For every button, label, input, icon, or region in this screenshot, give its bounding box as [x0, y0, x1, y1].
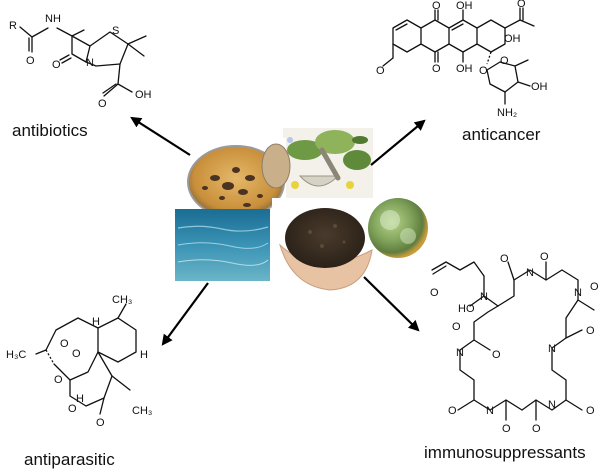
- cyclosporin-structure: HO N N N N N N N O O O O O O O O O O O: [430, 251, 599, 435]
- chem-atom: CH₃: [132, 405, 152, 417]
- chem-atom: O: [502, 423, 511, 435]
- moldy-orange-image: [368, 198, 428, 258]
- doxorubicin-structure: O OH O OH O OH O O O OH NH₂: [376, 0, 548, 119]
- chem-atom: O: [26, 55, 35, 67]
- chem-atom: CH₃: [112, 294, 132, 306]
- chem-atom: O: [517, 0, 526, 10]
- ocean-image: [175, 209, 270, 281]
- chem-atom: HO: [458, 303, 475, 315]
- chem-atom: H₃C: [6, 349, 26, 361]
- chem-atom: O: [60, 338, 69, 350]
- arrow-to-anticancer: [370, 119, 426, 166]
- chem-atom: NH₂: [497, 107, 517, 119]
- chem-atom: O: [492, 349, 501, 361]
- chem-atom: O: [500, 55, 509, 67]
- chem-atom: N: [456, 347, 464, 359]
- arrow-to-antiparasitic: [161, 282, 209, 346]
- chem-atom: O: [72, 348, 81, 360]
- chem-atom: O: [432, 63, 441, 75]
- arrow-to-immunosuppressants: [363, 276, 420, 332]
- chem-atom: O: [54, 374, 63, 386]
- chem-atom: O: [96, 417, 105, 429]
- chem-atom: O: [532, 423, 541, 435]
- chem-atom: O: [68, 403, 77, 415]
- chem-atom: O: [590, 281, 599, 293]
- chem-atom: NH: [45, 13, 61, 25]
- chem-atom: O: [586, 405, 595, 417]
- cyclosporin-nitrogens: N N N N N N N: [456, 267, 582, 417]
- chem-atom: OH: [456, 0, 473, 12]
- chem-atom: N: [574, 287, 582, 299]
- chem-atom: R: [9, 20, 17, 32]
- chem-atom: H: [76, 393, 84, 405]
- chem-atom: N: [480, 291, 488, 303]
- chem-atom: O: [540, 251, 549, 263]
- chem-atom: O: [52, 59, 61, 71]
- chem-atom: O: [500, 253, 509, 265]
- chem-atom: O: [430, 287, 439, 299]
- chem-atom: O: [586, 325, 595, 337]
- cyclosporin-oxygens: O O O O O O O O O O O: [430, 251, 599, 435]
- artemisinin-structure: CH₃ H₃C O O H H O H O CH₃ O: [6, 294, 152, 429]
- chem-atom: N: [548, 399, 556, 411]
- arrow-to-antibiotics: [130, 116, 191, 156]
- label-antibiotics: antibiotics: [12, 121, 88, 140]
- hands-soil-image: [272, 198, 373, 291]
- chem-atom: H: [92, 316, 100, 328]
- label-immunosuppressants: immunosuppressants: [424, 443, 586, 462]
- chem-atom: O: [376, 65, 385, 77]
- petri-dish-image: [186, 138, 291, 219]
- chem-atom: OH: [504, 33, 521, 45]
- chem-atom: O: [98, 98, 107, 110]
- chem-atom: OH: [531, 81, 548, 93]
- chem-atom: H: [140, 349, 148, 361]
- chem-atom: N: [526, 267, 534, 279]
- chem-atom: S: [112, 25, 119, 37]
- label-anticancer: anticancer: [462, 125, 541, 144]
- penicillin-structure: R NH O S N O O OH: [9, 13, 152, 110]
- herbs-mortar-image: [283, 128, 373, 198]
- chem-atom: O: [479, 65, 488, 77]
- chem-atom: O: [452, 321, 461, 333]
- chem-atom: N: [86, 57, 94, 69]
- label-antiparasitic: antiparasitic: [24, 450, 115, 469]
- chem-atom: OH: [456, 63, 473, 75]
- center-collage: [175, 128, 428, 291]
- chem-atom: O: [432, 0, 441, 12]
- chem-atom: O: [448, 405, 457, 417]
- chem-atom: N: [548, 343, 556, 355]
- chem-atom: N: [486, 405, 494, 417]
- chem-atom: OH: [135, 89, 152, 101]
